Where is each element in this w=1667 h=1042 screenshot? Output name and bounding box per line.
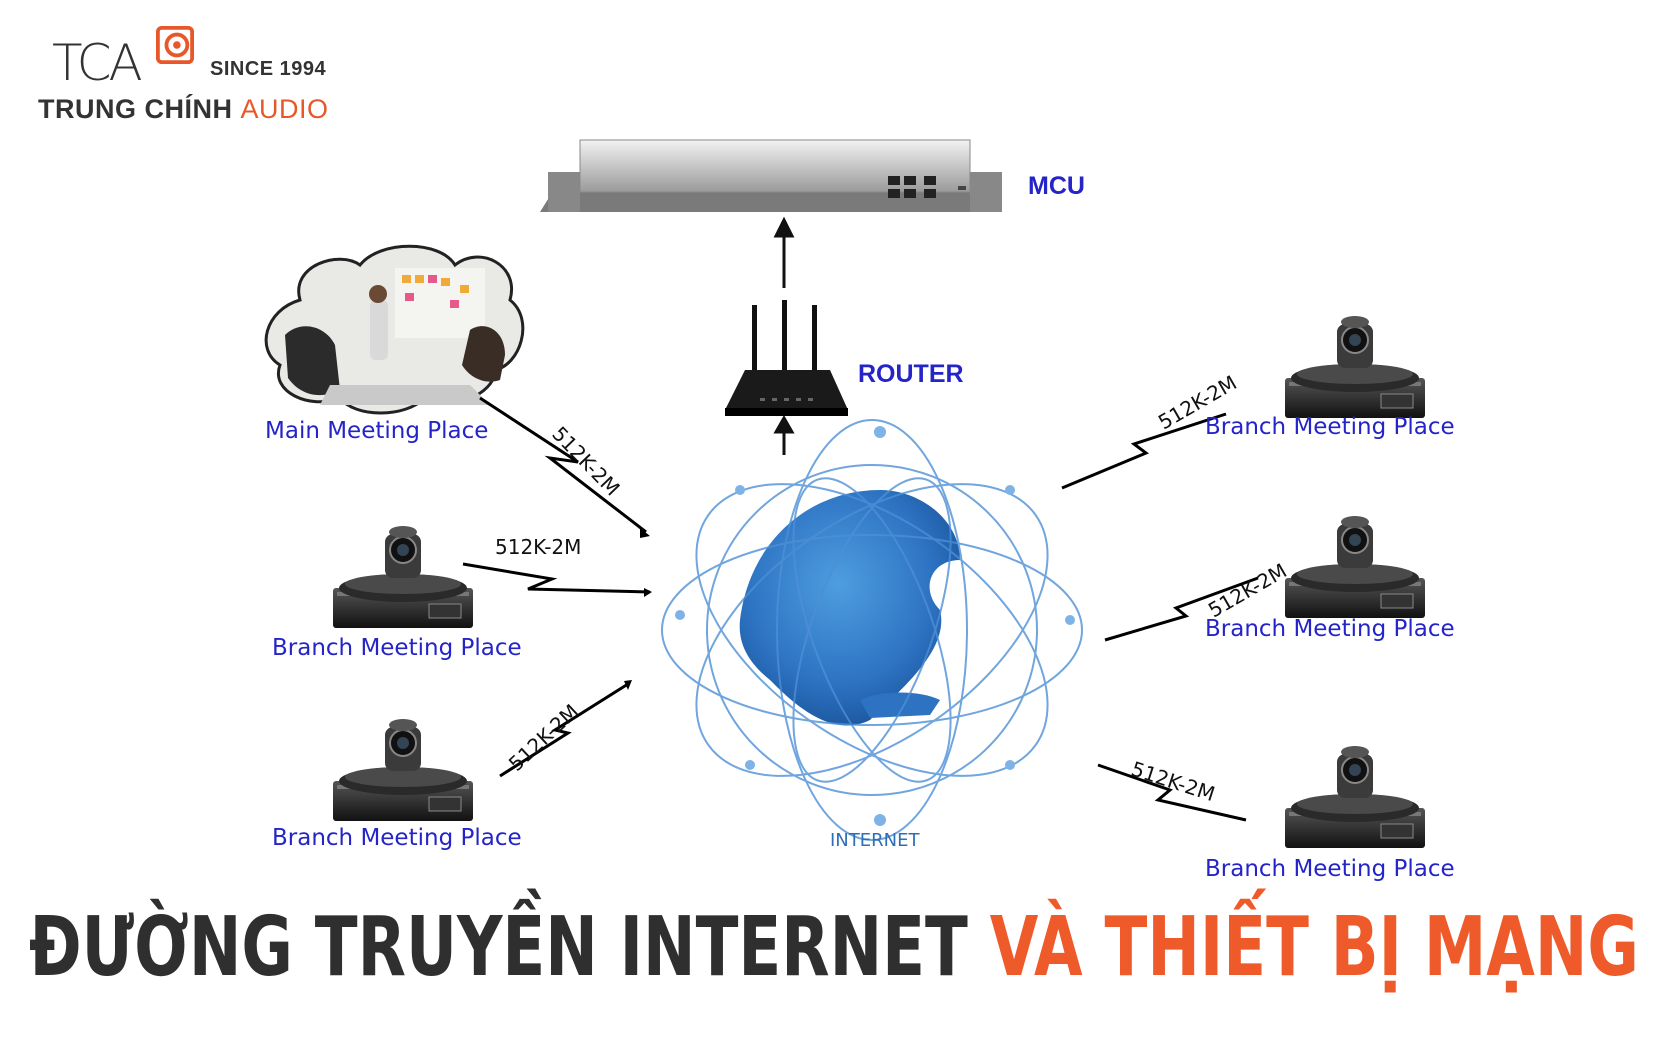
- branch-right-1-label: Branch Meeting Place: [1205, 414, 1455, 440]
- internet-globe-icon: [661, 419, 1083, 841]
- link-bolts-icon: [462, 396, 1259, 822]
- main-meeting-label: Main Meeting Place: [265, 418, 489, 444]
- logo-company-name: TRUNG CHÍNH AUDIO: [38, 94, 329, 125]
- branch-left-1-device-icon: [332, 525, 474, 629]
- branch-right-2-label: Branch Meeting Place: [1205, 616, 1455, 642]
- branch-left-2-label: Branch Meeting Place: [272, 825, 522, 851]
- branch-right-3-label: Branch Meeting Place: [1205, 856, 1455, 882]
- branch-right-3-device-icon: [1284, 745, 1426, 849]
- router-device-icon: [725, 300, 848, 416]
- mcu-label: MCU: [1028, 172, 1085, 200]
- branch-right-1-device-icon: [1284, 315, 1426, 419]
- brand-logo: TCA SINCE 1994 TRUNG CHÍNH AUDIO: [38, 22, 358, 132]
- branch-right-2-device-icon: [1284, 515, 1426, 619]
- logo-name-accent: AUDIO: [240, 94, 329, 124]
- logo-name-dark: TRUNG CHÍNH: [38, 94, 233, 124]
- branch-left-1-label: Branch Meeting Place: [272, 635, 522, 661]
- mcu-device-icon: [540, 139, 1002, 212]
- main-meeting-photo: [264, 244, 525, 415]
- headline-dark: ĐƯỜNG TRUYỀN INTERNET: [28, 900, 968, 995]
- router-label: ROUTER: [858, 360, 964, 388]
- internet-label: INTERNET: [830, 830, 920, 851]
- headline-accent: VÀ THIẾT BỊ MẠNG: [989, 900, 1639, 995]
- link-speed-left-1: 512K-2M: [495, 535, 582, 559]
- logo-ring-icon: [156, 26, 194, 64]
- logo-brand: TCA: [52, 34, 143, 92]
- arrows-icon: [773, 216, 795, 455]
- headline: ĐƯỜNG TRUYỀN INTERNET VÀ THIẾT BỊ MẠNG: [29, 900, 1639, 995]
- branch-left-2-device-icon: [332, 718, 474, 822]
- logo-since: SINCE 1994: [210, 58, 327, 80]
